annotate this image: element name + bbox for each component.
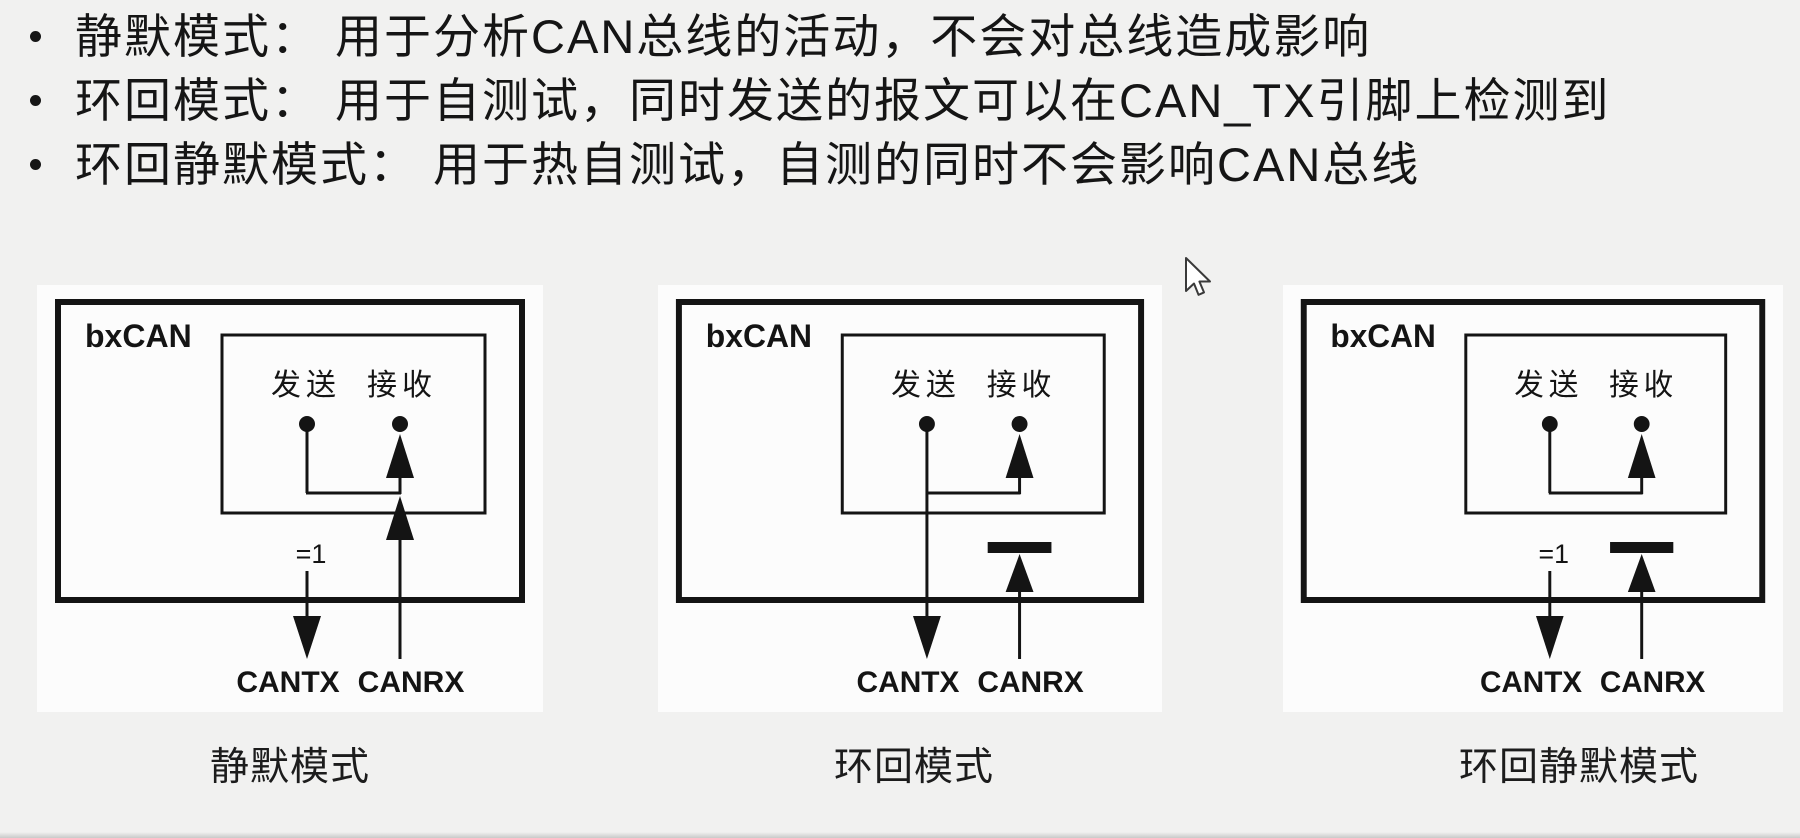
rx-node-dot: [392, 416, 408, 432]
canrx-pin-label: CANRX: [358, 666, 465, 699]
diagram-loopback-mode-svg: bxCAN 发送接收 CANTX CANRX: [675, 299, 1145, 699]
tx-pin-arrowhead: [1535, 616, 1564, 659]
rx-pin-arrowhead: [1005, 554, 1034, 592]
bullet-item: 静默模式： 用于分析CAN总线的活动，不会对总线造成影响: [28, 5, 1611, 69]
bxcan-outer-box: [1300, 299, 1766, 603]
rx-pin-arrowhead: [1627, 554, 1656, 592]
diagram-silent-mode-svg: bxCAN 发送接收 =1CANTX CANRX: [55, 299, 525, 699]
core-inner-box: [840, 333, 1106, 515]
core-inner-box: [220, 333, 487, 515]
bullet-item: 环回静默模式： 用于热自测试，自测的同时不会影响CAN总线: [28, 133, 1611, 197]
transmit-label: 发送: [271, 369, 341, 402]
core-inner-box: [1464, 333, 1728, 515]
cantx-pin-label: CANTX: [1480, 666, 1582, 699]
transmit-label: 发送: [891, 369, 961, 402]
bxcan-outer-box: [675, 299, 1145, 603]
bullet-text-loopback-mode: 环回模式： 用于自测试，同时发送的报文可以在CAN_TX引脚上检测到: [75, 74, 1611, 127]
bxcan-label: bxCAN: [85, 318, 192, 354]
frame-bottom-edge: [0, 832, 1800, 838]
diagram-caption: 环回静默模式: [1458, 746, 1700, 789]
bxcan-outer-box: [55, 299, 525, 603]
tx-pin-arrowhead: [293, 616, 321, 659]
receive-label: 接收: [367, 369, 437, 402]
recessive-level-label: =1: [1539, 539, 1569, 569]
rx-blocked-bar: [987, 542, 1052, 553]
cantx-pin-label: CANTX: [236, 666, 339, 699]
diagram-caption: 静默模式: [209, 746, 371, 789]
diagram-caption: 环回模式: [833, 746, 995, 789]
recessive-level-label: =1: [296, 539, 327, 569]
rx-blocked-bar: [1610, 542, 1674, 553]
transmit-label: 发送: [1514, 369, 1583, 402]
bxcan-label: bxCAN: [1330, 318, 1435, 354]
rx-node-dot: [1011, 416, 1028, 432]
loopback-arrowhead: [1627, 434, 1656, 478]
diagram-loopback-silent-mode-svg: bxCAN 发送接收 =1CANTX CANRX: [1300, 299, 1766, 699]
loopback-arrowhead: [386, 434, 414, 478]
diagram-loopback-mode: bxCAN 发送接收 CANTX CANRX: [658, 285, 1162, 712]
bullet-item: 环回模式： 用于自测试，同时发送的报文可以在CAN_TX引脚上检测到: [28, 69, 1611, 133]
rx-node-dot: [1633, 416, 1650, 432]
cantx-pin-label: CANTX: [857, 666, 960, 699]
canrx-pin-label: CANRX: [977, 666, 1083, 699]
canrx-pin-label: CANRX: [1600, 666, 1705, 699]
bxcan-label: bxCAN: [706, 318, 812, 354]
loopback-arrowhead: [1005, 434, 1034, 478]
tx-pin-arrowhead: [912, 616, 941, 659]
bullet-list: 静默模式： 用于分析CAN总线的活动，不会对总线造成影响 环回模式： 用于自测试…: [28, 5, 1611, 197]
mouse-cursor-icon: [1185, 257, 1211, 296]
bullet-text-loopback-silent-mode: 环回静默模式： 用于热自测试，自测的同时不会影响CAN总线: [75, 138, 1421, 191]
bullet-text-silent-mode: 静默模式： 用于分析CAN总线的活动，不会对总线造成影响: [75, 10, 1372, 63]
rx-pin-arrowhead: [386, 496, 414, 540]
receive-label: 接收: [987, 369, 1057, 402]
receive-label: 接收: [1609, 369, 1678, 402]
